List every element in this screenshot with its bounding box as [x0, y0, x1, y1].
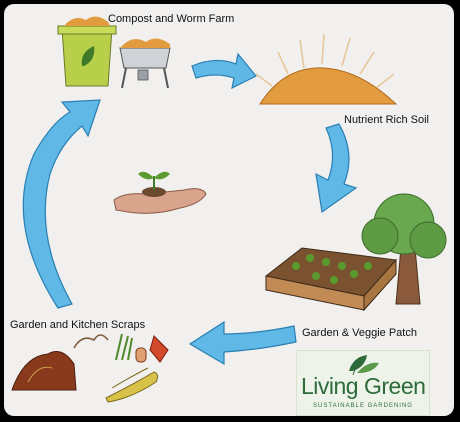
- arrow-soil-to-garden: [315, 123, 358, 214]
- tree-icon: [361, 193, 447, 305]
- cycle-artwork: [11, 16, 447, 403]
- arrow-garden-to-scraps: [188, 320, 297, 366]
- living-green-logo: Living Green SUSTAINABLE GARDENING: [296, 350, 430, 416]
- logo-tagline: SUSTAINABLE GARDENING: [313, 403, 413, 409]
- veggie-bed-icon: [264, 247, 398, 312]
- label-garden-veggie-patch: Garden & Veggie Patch: [302, 327, 417, 339]
- soil-pile-icon: [255, 33, 398, 105]
- worm-farm-icon: [119, 38, 171, 89]
- compost-bucket-icon: [57, 16, 117, 87]
- label-compost-worm-farm: Compost and Worm Farm: [108, 13, 235, 25]
- label-garden-kitchen-scraps: Garden and Kitchen Scraps: [10, 319, 146, 331]
- logo-name: Living Green: [301, 373, 426, 399]
- arrow-scraps-to-compost: [22, 99, 101, 309]
- label-nutrient-rich-soil: Nutrient Rich Soil: [344, 114, 429, 126]
- diagram-paper: Compost and Worm Farm Nutrient Rich Soil…: [4, 4, 454, 416]
- arrow-compost-to-soil: [191, 52, 257, 90]
- scraps-pile-icon: [11, 333, 169, 403]
- leaf-logo-icon: [349, 355, 379, 376]
- seedling-hand-icon: [113, 171, 207, 214]
